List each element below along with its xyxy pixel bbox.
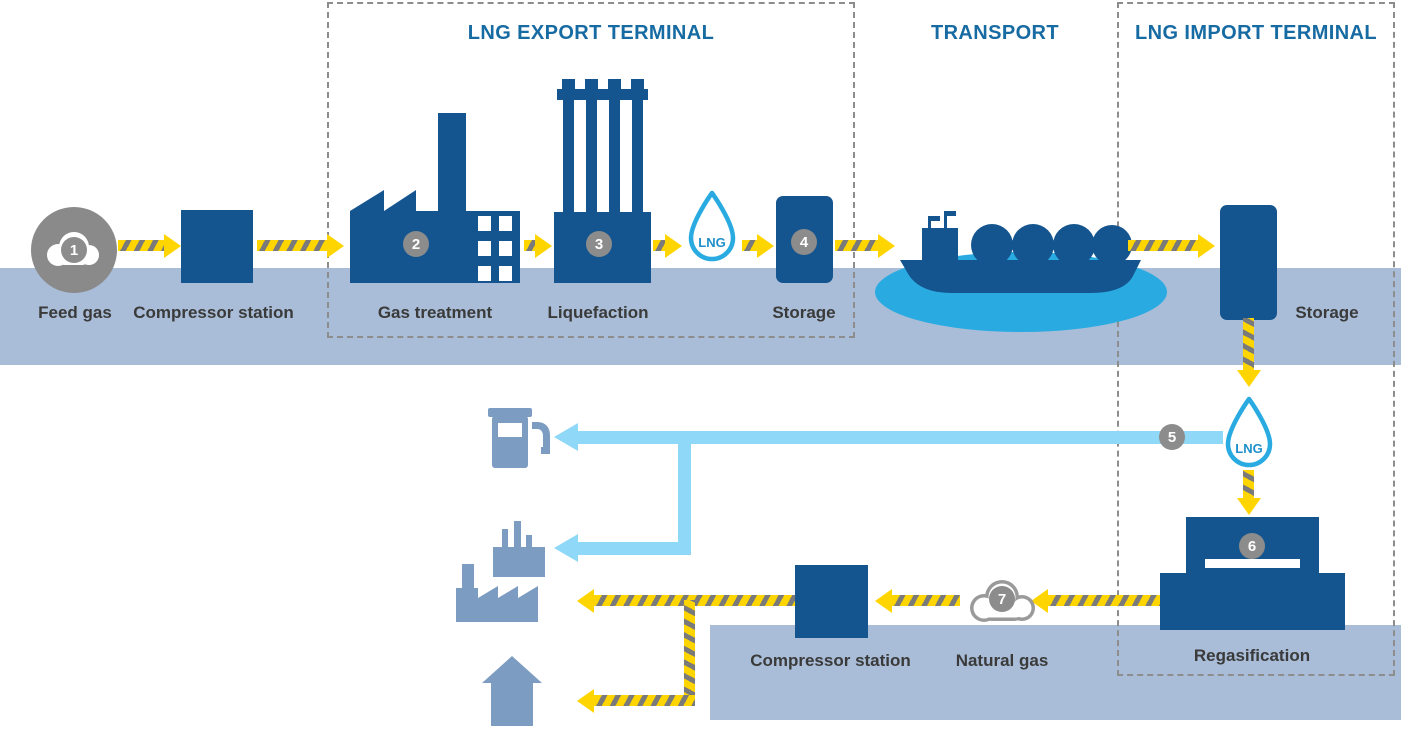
flow-arrow-right-icon [1198,234,1215,258]
flow-stripe [742,240,757,251]
house-icon [482,656,542,726]
step-6-badge: 6 [1239,533,1265,559]
upstream-band [0,268,1401,365]
flow-arrow-right-icon [665,234,682,258]
transport-title: TRANSPORT [930,22,1060,44]
flow-stripe [1048,595,1160,606]
flow-arrow-left-icon [577,589,594,613]
flow-arrow-right-icon [327,234,344,258]
flow-stripe [1128,240,1198,251]
compressor-station-export-label: Compressor station [133,303,294,322]
lng-distribution-branch [578,542,691,555]
step-1-badge: 1 [61,237,87,263]
lng-distribution-line [578,431,1223,444]
flow-stripe [257,240,327,251]
import-terminal-box [1117,2,1395,676]
lng-droplet-import-icon: LNG [1221,396,1277,470]
step-7-badge: 7 [989,586,1015,612]
storage-import-label: Storage [1295,303,1359,322]
compressor-station-import-block [795,565,868,638]
lng-droplet-import-text: LNG [1235,441,1262,456]
compressor-station-import-label: Compressor station [750,651,911,670]
flow-stripe-branch [684,600,695,700]
gas-treatment-label: Gas treatment [377,303,493,322]
regasification-label: Regasification [1193,646,1311,665]
flow-stripe [524,240,535,251]
downstream-band [710,625,1401,720]
small-factory-icon [490,517,548,577]
gas-treatment-factory-icon [350,113,520,283]
lng-distribution-branch-line [678,438,691,548]
storage-export-label: Storage [772,303,836,322]
step-5-badge: 5 [1159,424,1185,450]
flow-stripe [892,595,960,606]
flow-arrow-right-icon [535,234,552,258]
export-terminal-title: LNG EXPORT TERMINAL [467,22,715,44]
step-4-badge: 4 [791,229,817,255]
storage-import-tank [1220,205,1277,320]
lng-carrier-ship-icon [898,208,1143,308]
step-2-badge: 2 [403,231,429,257]
flow-stripe [118,240,164,251]
flow-arrow-right-icon [878,234,895,258]
flow-stripe [1243,318,1254,370]
lng-droplet-export-icon: LNG [684,190,740,264]
import-terminal-title: LNG IMPORT TERMINAL [1134,22,1378,44]
lng-droplet-export-text: LNG [698,235,725,250]
step-3-badge: 3 [586,231,612,257]
flow-arrow-down-icon [1237,370,1261,387]
feed-gas-label: Feed gas [38,303,112,322]
flow-stripe [653,240,665,251]
flow-arrow-right-icon [757,234,774,258]
flow-arrow-down-icon [1237,498,1261,515]
lng-arrow-left-icon [554,423,578,451]
export-terminal-box [327,2,855,338]
flow-arrow-left-icon [1031,589,1048,613]
flow-arrow-left-icon [875,589,892,613]
flow-stripe [835,240,878,251]
liquefaction-label: Liquefaction [547,303,649,322]
industry-factory-icon [452,560,542,622]
fuel-pump-icon [488,404,552,472]
flow-arrow-right-icon [164,234,181,258]
compressor-station-export-block [181,210,253,283]
flow-stripe [1243,470,1254,498]
flow-stripe [594,695,695,706]
flow-arrow-left-icon [577,689,594,713]
lng-arrow-left-icon [554,534,578,562]
natural-gas-label: Natural gas [955,651,1049,670]
